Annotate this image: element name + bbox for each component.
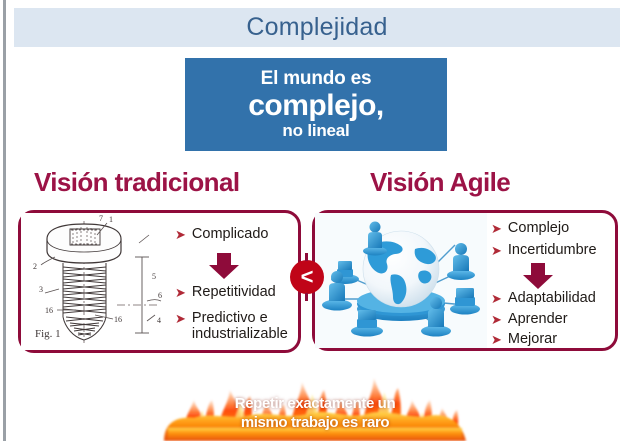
heading-traditional-vision: Visión tradicional bbox=[34, 167, 240, 197]
network-node bbox=[450, 288, 480, 315]
bullet-arrow-icon: ➤ bbox=[175, 227, 186, 242]
bullet-text: Complejo bbox=[507, 220, 570, 236]
bullet-text: Predictivo e bbox=[191, 310, 268, 326]
bullet-predictivo: ➤ Predictivo e industrializable bbox=[175, 310, 288, 342]
callout-16b: 16 bbox=[114, 315, 122, 324]
bullet-arrow-icon: ➤ bbox=[491, 221, 502, 236]
bullet-text: Aprender bbox=[507, 311, 568, 327]
less-than-badge: < bbox=[290, 253, 324, 301]
page-title: Complejidad bbox=[246, 13, 388, 41]
bullet-mejorar: ➤ Mejorar bbox=[491, 331, 558, 348]
fire-banner: Repetir exactamente un mismo trabajo es … bbox=[150, 360, 480, 441]
statement-line-1: El mundo es bbox=[260, 67, 372, 89]
network-node bbox=[351, 310, 383, 337]
screw-patent-drawing: 1 2 3 4 5 6 7 7 16 16 Fig. 1 bbox=[21, 213, 169, 350]
bullet-text: Mejorar bbox=[507, 331, 558, 347]
bullet-incertidumbre: ➤ Incertidumbre bbox=[491, 242, 597, 259]
fire-banner-text: Repetir exactamente un mismo trabajo es … bbox=[150, 394, 480, 432]
callout-1: 1 bbox=[109, 215, 113, 224]
callout-16a: 16 bbox=[45, 306, 53, 315]
bullet-arrow-icon: ➤ bbox=[491, 312, 502, 327]
figure-label: Fig. 1 bbox=[35, 328, 61, 340]
traditional-bullet-list: ➤ Complicado ➤ Repetitividad ➤ Predictiv… bbox=[169, 213, 298, 350]
slide-left-rail bbox=[3, 0, 6, 441]
fire-text-line-2: mismo trabajo es raro bbox=[240, 414, 390, 431]
bullet-arrow-icon: ➤ bbox=[175, 311, 186, 326]
screw-patent-svg: 1 2 3 4 5 6 7 7 16 16 Fig. 1 bbox=[21, 213, 169, 350]
agile-bullet-list: ➤ Complejo ➤ Incertidumbre ➤ Adaptabilid… bbox=[487, 213, 615, 348]
global-network-image bbox=[315, 213, 487, 348]
bullet-text-line2: industrializable bbox=[191, 325, 288, 342]
slide-title-bar: Complejidad bbox=[14, 8, 620, 47]
network-node bbox=[322, 271, 352, 311]
bullet-text: Adaptabilidad bbox=[507, 290, 596, 306]
callout-4: 4 bbox=[157, 316, 161, 325]
bullet-complejo: ➤ Complejo bbox=[491, 220, 570, 237]
badge-tick-bottom bbox=[305, 293, 308, 301]
global-network-svg bbox=[315, 213, 487, 348]
callout-6: 6 bbox=[158, 291, 162, 300]
bullet-arrow-icon: ➤ bbox=[491, 332, 502, 347]
bullet-text: Repetitividad bbox=[191, 284, 276, 300]
bullet-text: Complicado bbox=[191, 226, 269, 242]
bullet-arrow-icon: ➤ bbox=[491, 243, 502, 258]
down-arrow-icon-left bbox=[209, 253, 239, 279]
fire-image bbox=[150, 360, 480, 441]
statement-line-3: no lineal bbox=[282, 121, 350, 141]
bullet-repetitividad: ➤ Repetitividad bbox=[175, 284, 276, 301]
panel-agile-vision: ➤ Complejo ➤ Incertidumbre ➤ Adaptabilid… bbox=[312, 210, 618, 351]
statement-line-2: complejo, bbox=[248, 88, 384, 122]
callout-3: 3 bbox=[39, 285, 43, 294]
network-node bbox=[421, 297, 451, 337]
comparator-symbol: < bbox=[300, 264, 314, 289]
callout-2: 2 bbox=[33, 262, 37, 271]
bullet-adaptabilidad: ➤ Adaptabilidad bbox=[491, 290, 596, 307]
bullet-arrow-icon: ➤ bbox=[175, 285, 186, 300]
bullet-complicado: ➤ Complicado bbox=[175, 226, 269, 243]
callout-7b: 7 bbox=[99, 214, 103, 223]
bullet-arrow-icon: ➤ bbox=[491, 291, 502, 306]
callout-5: 5 bbox=[152, 272, 156, 281]
badge-tick-top bbox=[305, 253, 308, 261]
heading-agile-vision: Visión Agile bbox=[370, 167, 511, 197]
network-node bbox=[363, 221, 387, 256]
network-node bbox=[447, 243, 475, 280]
panel-traditional-vision: 1 2 3 4 5 6 7 7 16 16 Fig. 1 ➤ Complicad… bbox=[18, 210, 301, 353]
fire-text-line-1: Repetir exactamente un bbox=[234, 395, 396, 412]
down-arrow-icon-right bbox=[523, 263, 553, 289]
bullet-text: Incertidumbre bbox=[507, 242, 597, 258]
statement-box: El mundo es complejo, no lineal bbox=[185, 58, 447, 151]
bullet-aprender: ➤ Aprender bbox=[491, 311, 568, 328]
